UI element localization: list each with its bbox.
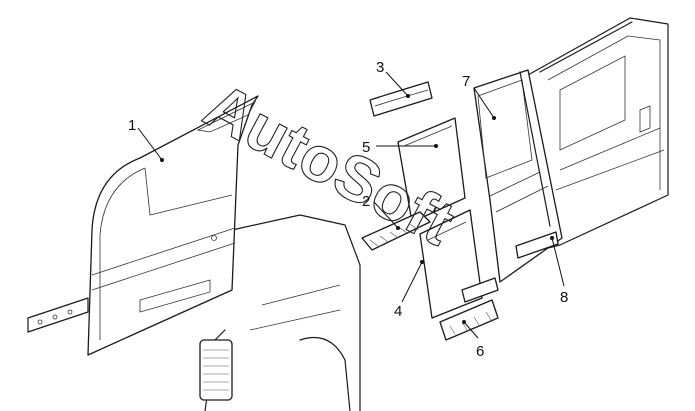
upper-panel-part-5 — [397, 117, 466, 223]
callout-2: 2 — [362, 193, 370, 210]
callout-1: 1 — [128, 117, 136, 134]
side-panel-part-1 — [27, 95, 259, 356]
callout-7: 7 — [462, 73, 470, 90]
handle-part-8 — [515, 231, 559, 259]
tail-lamp — [199, 339, 233, 401]
bracket-part-2 — [361, 211, 431, 251]
callout-leaders — [137, 71, 565, 339]
callout-4: 4 — [394, 303, 402, 320]
callout-8: 8 — [560, 289, 568, 306]
callout-labels: 1 2 3 4 5 6 7 8 — [128, 59, 568, 360]
callout-6: 6 — [476, 343, 484, 360]
callout-3: 3 — [376, 59, 384, 76]
trim-part-3 — [369, 81, 433, 117]
bracket-part-6 — [439, 277, 499, 341]
callout-5: 5 — [362, 139, 370, 156]
van-rear-body — [527, 17, 669, 249]
door-panel-part-7 — [473, 69, 563, 283]
